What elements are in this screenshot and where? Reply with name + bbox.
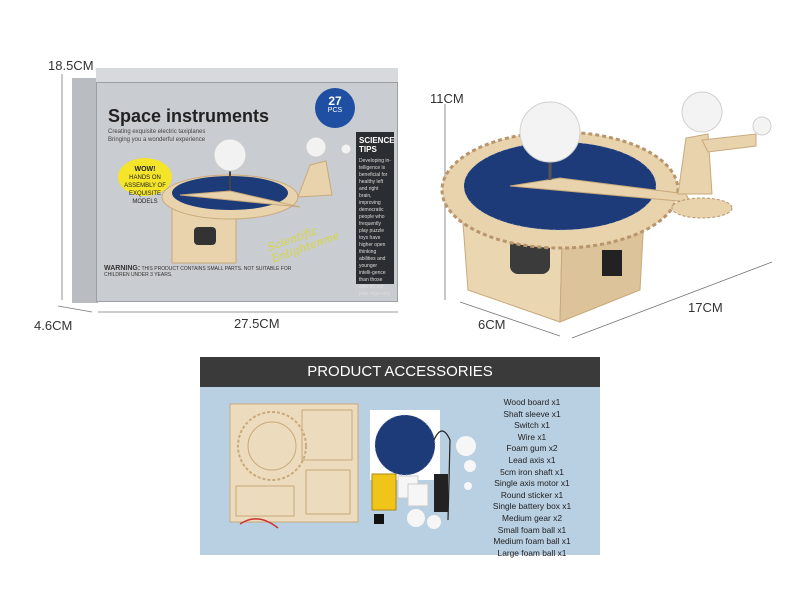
box-depth-label: 4.6CM [34, 318, 73, 333]
speech-bubble: WOW! HANDS ON ASSEMBLY OF EXQUISITE MODE… [118, 158, 172, 205]
warning-text: WARNING: THIS PRODUCT CONTAINS SMALL PAR… [104, 265, 292, 278]
science-tips-panel: SCIENCE TIPS Developing in-telligence is… [356, 132, 395, 297]
accessories-list: Wood board x1 Shaft sleeve x1 Switch x1 … [476, 397, 588, 559]
accessory-item: Round sticker x1 [500, 489, 564, 500]
model-height-label: 11CM [430, 91, 464, 106]
box-model-illustration [161, 136, 352, 264]
box-height-label: 18.5CM [48, 58, 94, 73]
accessory-item: Foam gum x2 [506, 443, 558, 454]
accessory-item: Wire x1 [517, 431, 547, 442]
box-side [72, 78, 98, 303]
accessory-item: Shaft sleeve x1 [503, 408, 561, 419]
accessory-item: Medium gear x2 [501, 512, 563, 523]
accessory-item: Medium foam ball x1 [493, 536, 571, 547]
accessory-item: Large foam ball x1 [497, 547, 567, 558]
model-depth-label: 6CM [478, 317, 506, 332]
accessory-item: Wood board x1 [503, 397, 561, 407]
box-subtitle: Creating exquisite electric taxiplanes B… [108, 129, 206, 143]
accessory-item: Single axis motor x1 [494, 478, 570, 489]
accessory-item: Small foam ball x1 [497, 524, 567, 535]
box-width-label: 27.5CM [234, 316, 280, 331]
accessory-item: Single battery box x1 [492, 501, 572, 512]
piece-count-badge: 27 PCS [315, 88, 355, 128]
model-width-label: 17CM [688, 300, 723, 315]
box-title: Space instruments [108, 106, 270, 126]
box-top [96, 68, 398, 84]
accessory-item: Switch x1 [514, 420, 550, 431]
accessories-title: PRODUCT ACCESSORIES [200, 357, 600, 387]
accessory-item: Lead axis x1 [508, 454, 556, 465]
model-illustration [440, 91, 772, 323]
accessory-item: 5cm iron shaft x1 [500, 466, 564, 477]
accessories-illustration [229, 403, 476, 529]
